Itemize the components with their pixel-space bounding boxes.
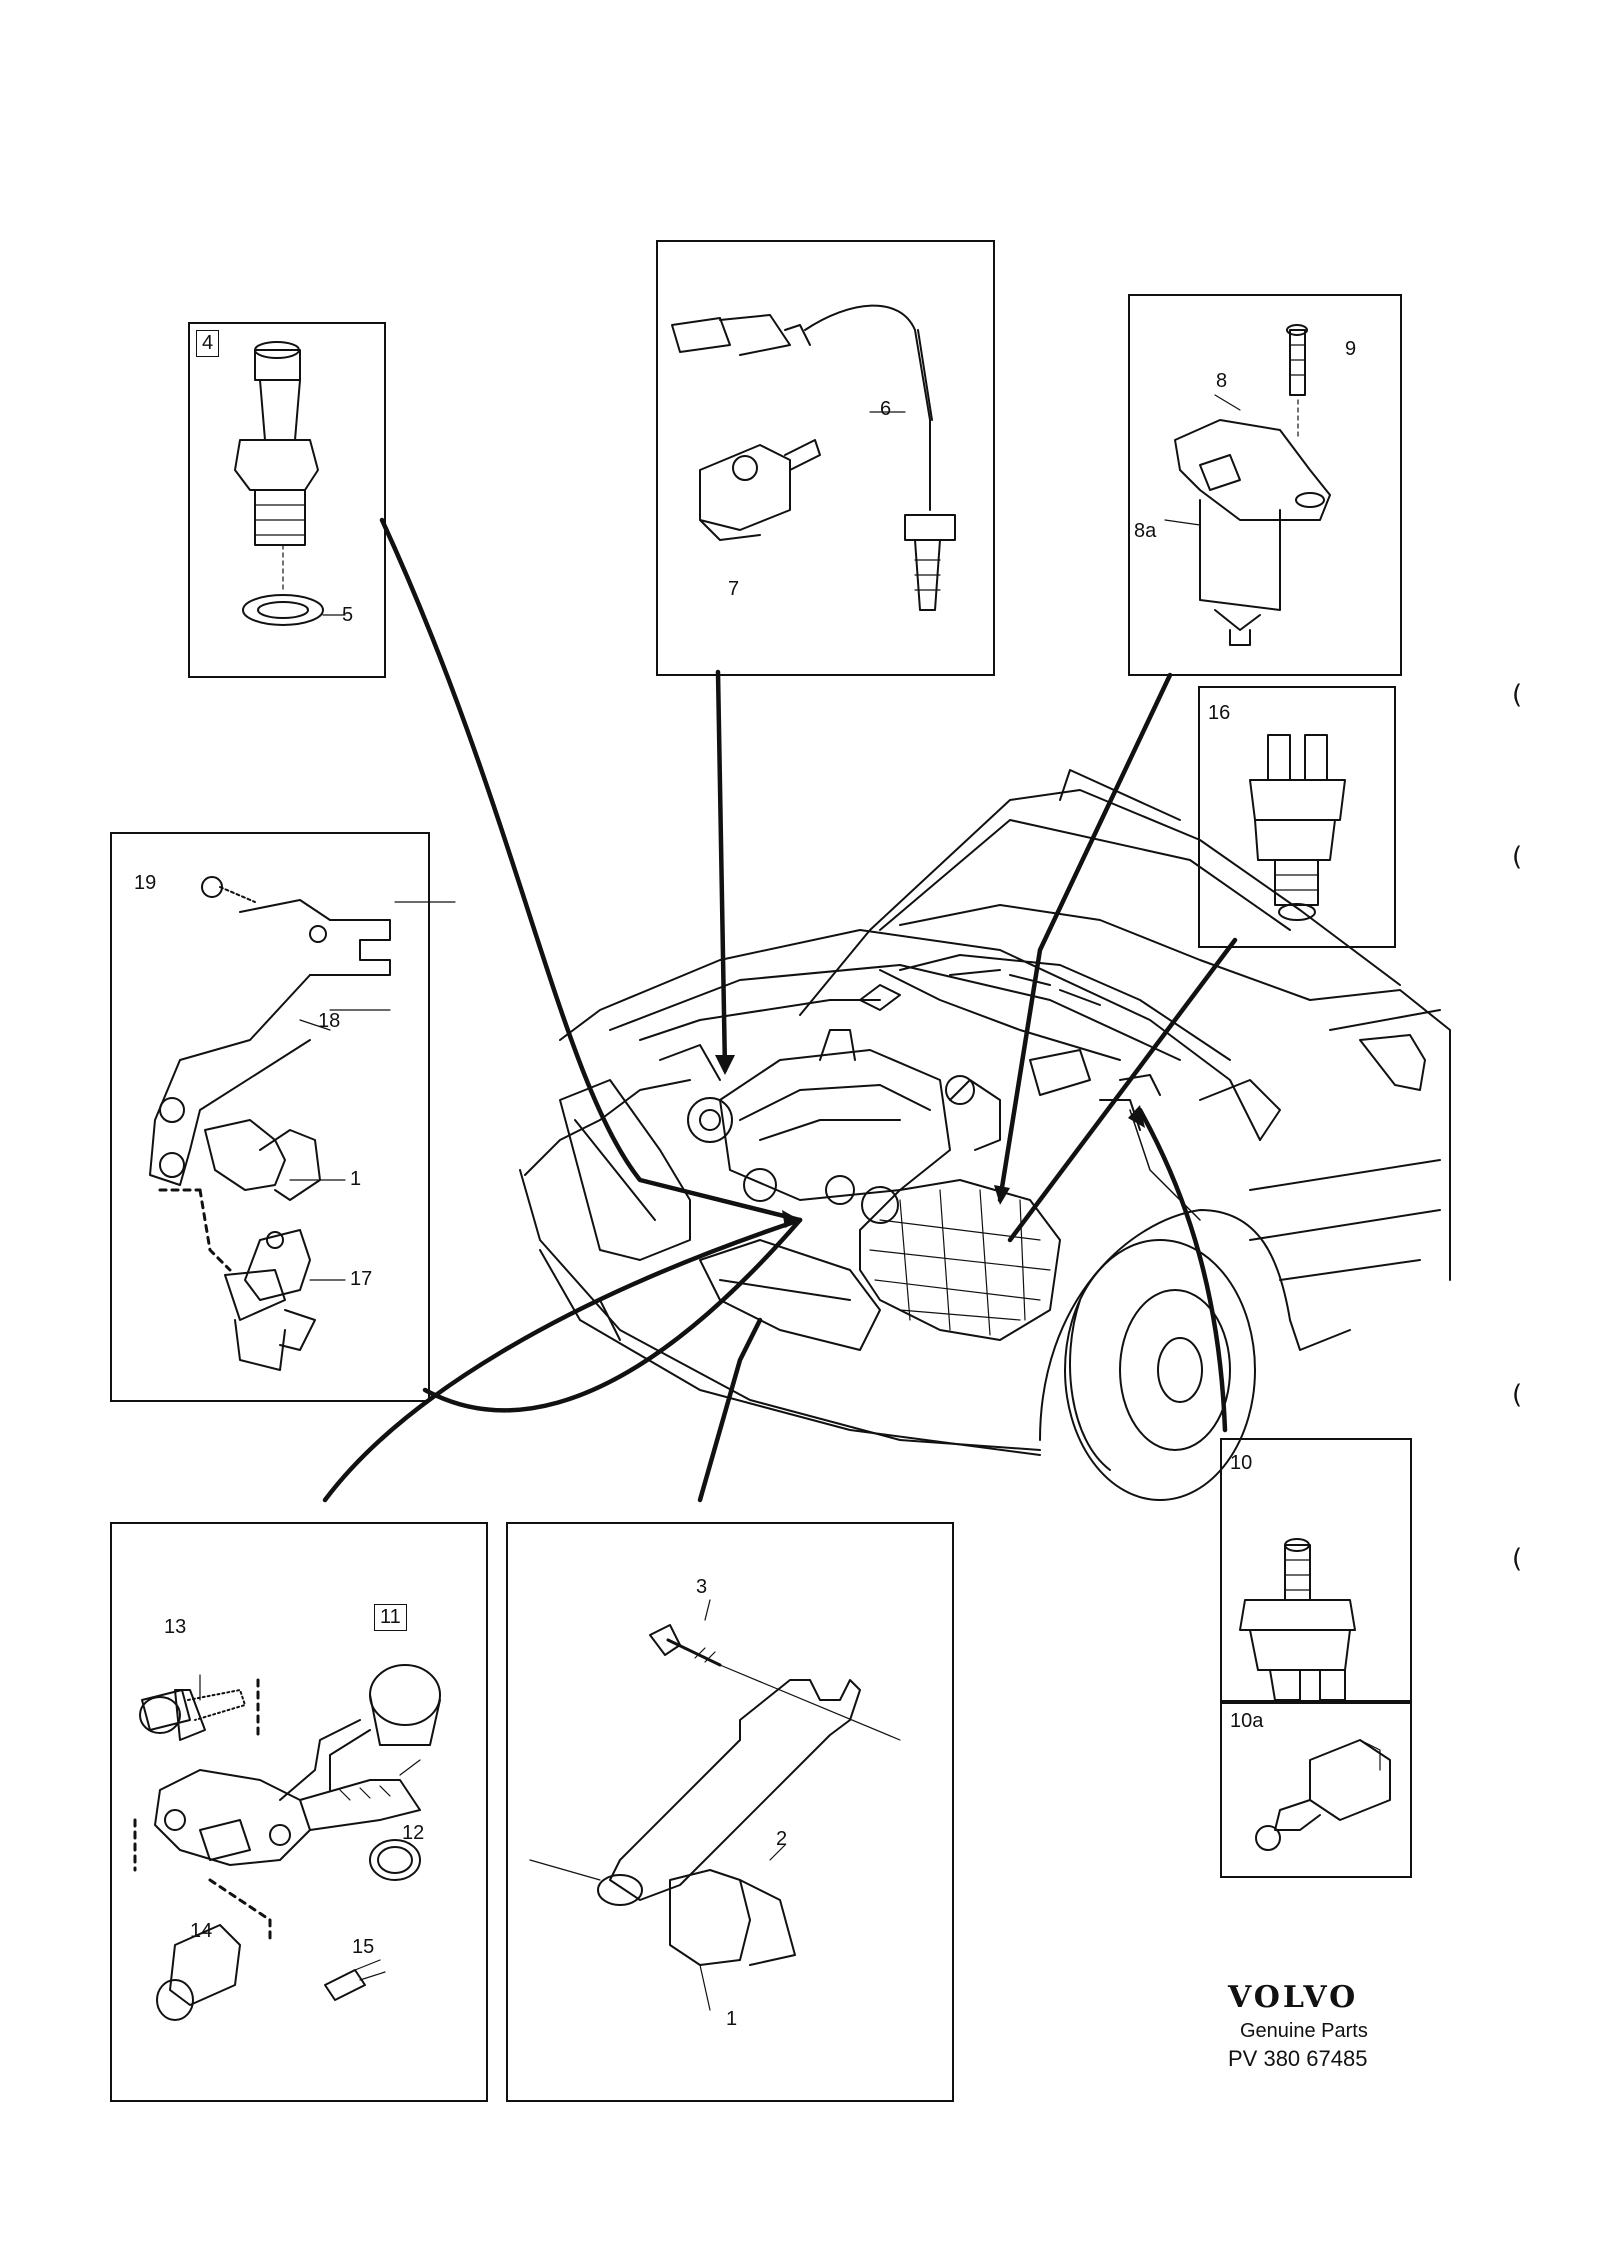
brand-subtitle: Genuine Parts (1240, 2020, 1368, 2042)
bracket-18-art (149, 876, 456, 1371)
bracket-2-art (529, 1599, 901, 2011)
sensor-6-art (671, 304, 956, 611)
detail-box-10a: 10a (1220, 1700, 1412, 1878)
detail-box-4: 4 (188, 322, 386, 678)
box-4-number: 4 (196, 330, 220, 357)
detail-box-10: 10 (1220, 1438, 1412, 1704)
brand-name: VOLVO (1228, 1980, 1359, 2015)
callout-1-bottom: 1 (726, 2008, 738, 2030)
box-11-number: 11 (374, 1604, 407, 1631)
box-10a-number: 10a (1230, 1710, 1264, 1732)
callout-13: 13 (164, 1616, 187, 1638)
callout-9: 9 (1345, 338, 1357, 360)
detail-box-6-7 (656, 240, 995, 676)
callout-15: 15 (352, 1936, 375, 1958)
detail-box-8 (1128, 294, 1402, 676)
switch-10-art (1239, 1538, 1356, 1701)
callout-2: 2 (776, 1828, 788, 1850)
leader-lines (322, 517, 1238, 1503)
detail-box-2 (506, 1522, 954, 2102)
callout-1-left: 1 (350, 1168, 362, 1190)
callout-8: 8 (1216, 370, 1228, 392)
sensor-8-art (1164, 324, 1331, 646)
callout-3: 3 (696, 1576, 708, 1598)
detail-box-16: 16 (1198, 686, 1396, 948)
car-illustration (519, 769, 1451, 1501)
callout-18: 18 (318, 1010, 341, 1032)
callout-7: 7 (728, 578, 740, 600)
engine-block (659, 1029, 1161, 1224)
gearbox (859, 1179, 1061, 1341)
callout-19: 19 (134, 872, 157, 894)
margin-mark: ( (1512, 1544, 1523, 1574)
margin-mark: ( (1512, 842, 1523, 872)
detail-box-18 (110, 832, 430, 1402)
callout-6: 6 (880, 398, 892, 420)
callout-8a: 8a (1134, 520, 1157, 542)
switch-10a-art (1255, 1739, 1391, 1851)
sensor-11-art (133, 1664, 441, 2021)
callout-14: 14 (190, 1920, 213, 1942)
part-number: PV 380 67485 (1228, 2046, 1368, 2071)
box-10-number: 10 (1230, 1452, 1253, 1474)
switch-16-art (1249, 734, 1346, 921)
callout-5: 5 (342, 604, 354, 626)
margin-mark: ( (1512, 1380, 1523, 1410)
sensor-4-art (234, 341, 346, 626)
detail-box-11: 11 (110, 1522, 488, 2102)
callout-12: 12 (402, 1822, 425, 1844)
box-16-number: 16 (1208, 702, 1231, 724)
callout-17: 17 (350, 1268, 373, 1290)
margin-mark: ( (1512, 680, 1523, 710)
